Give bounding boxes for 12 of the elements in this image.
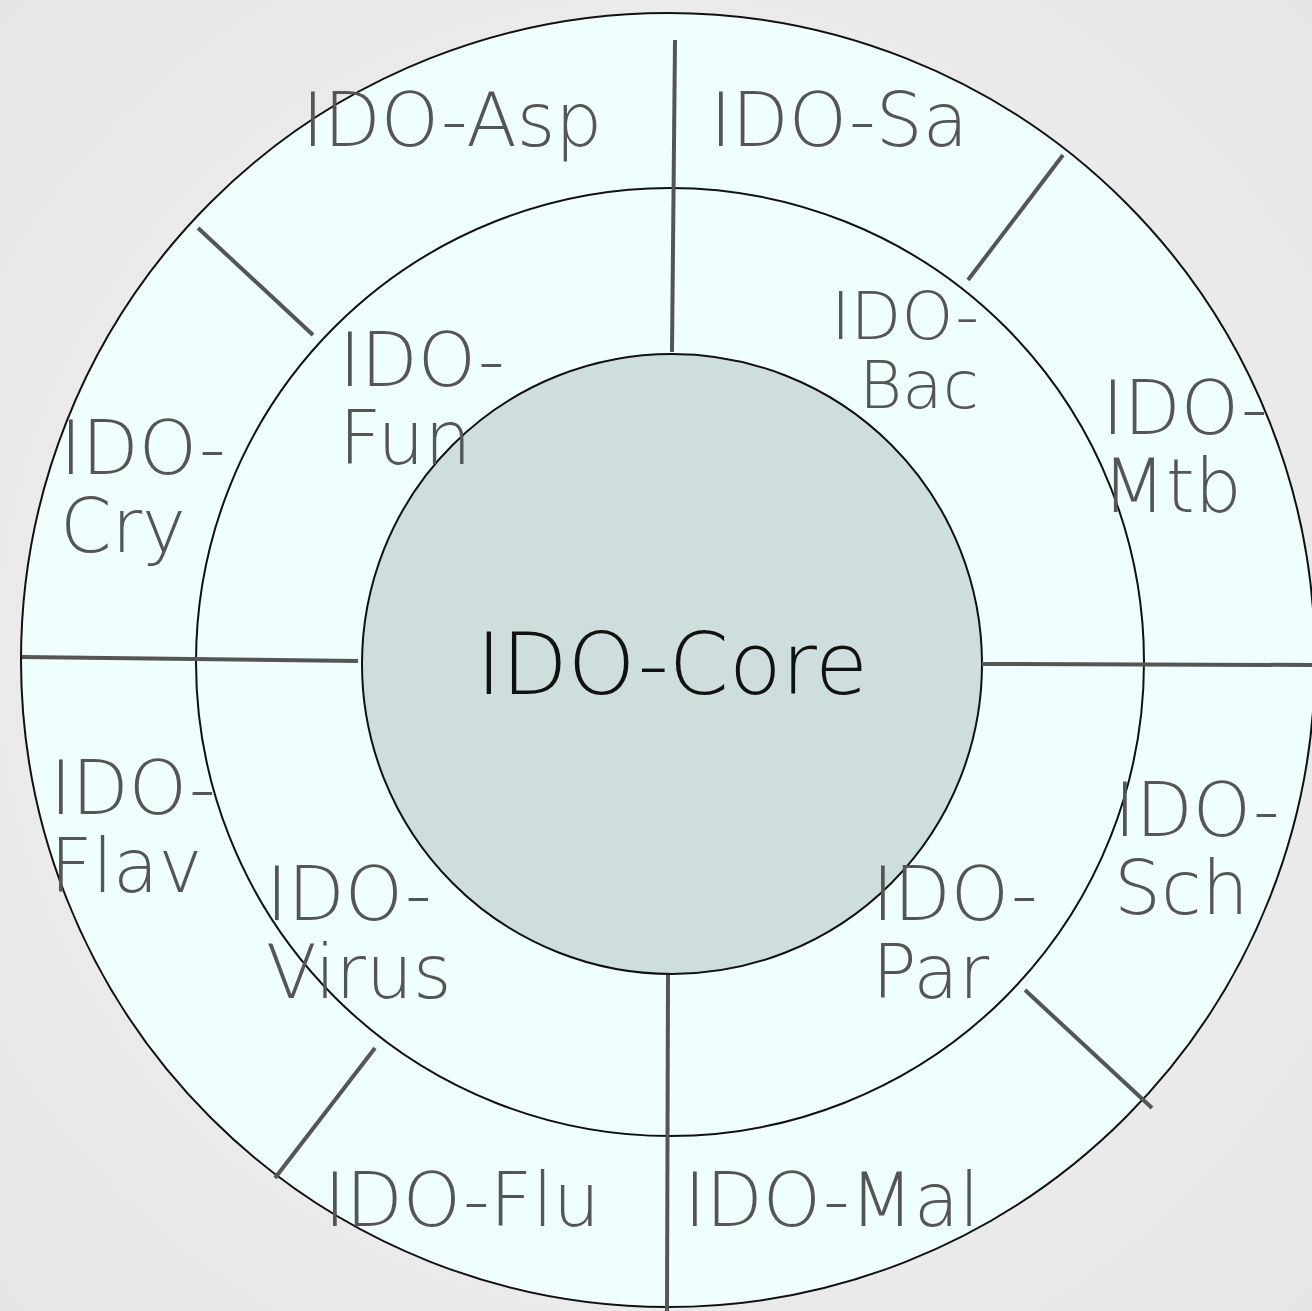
module-label: IDO-Flu <box>324 1162 601 1240</box>
module-label: IDO- Bac <box>830 282 979 421</box>
module-label: IDO- Par <box>872 856 1039 1012</box>
module-label: IDO-Mal <box>684 1162 981 1240</box>
module-label: IDO-Sa <box>710 82 970 160</box>
module-label: IDO- Sch <box>1114 772 1281 928</box>
module-label: IDO-Asp <box>302 82 604 160</box>
module-label: IDO- Flav <box>50 750 217 906</box>
module-label: IDO- Cry <box>60 410 227 566</box>
module-label: IDO- Fun <box>339 322 506 478</box>
module-label: IDO- Mtb <box>1102 370 1269 526</box>
core-label: IDO-Core <box>476 618 868 710</box>
